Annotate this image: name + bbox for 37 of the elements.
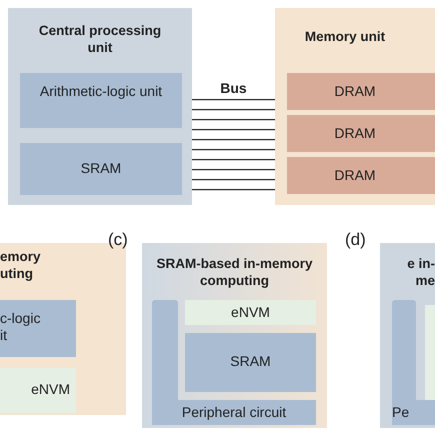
memory-block — [20, 143, 182, 195]
panel-letter: (d) — [345, 230, 366, 250]
circuit-bar — [392, 300, 416, 400]
block-label: DRAM — [333, 125, 377, 142]
panel-title: SRAM-based in-memory computing — [155, 255, 314, 289]
memory-block — [287, 73, 435, 110]
unit-panel — [8, 8, 192, 205]
panel-title: emory uting — [0, 248, 42, 282]
memory-block — [425, 305, 435, 400]
panel-letter: (c) — [108, 230, 128, 250]
unit-panel — [142, 243, 327, 428]
peripheral-circuit-block — [152, 400, 316, 425]
panel-title: Memory unit — [304, 28, 386, 45]
edge-label: Bus — [219, 80, 248, 97]
unit-panel — [380, 243, 435, 428]
panel-title: Central processing unit — [38, 22, 162, 56]
block-label: DRAM — [333, 167, 377, 184]
bus-lines — [192, 99, 275, 191]
unit-block — [20, 73, 182, 128]
block-label: SRAM — [229, 353, 272, 370]
block-label: eNVM — [230, 304, 271, 321]
memory-block — [287, 115, 435, 152]
panel-title: e in-me — [406, 255, 435, 289]
unit-block — [0, 300, 76, 357]
block-label: Arithmetic-logic unit — [38, 83, 164, 100]
block-label: c-logic it — [0, 310, 42, 344]
block-label: Peripheral circuit — [180, 404, 288, 421]
block-label: SRAM — [80, 160, 122, 177]
unit-panel — [275, 8, 435, 205]
block-label: eNVM — [30, 381, 70, 398]
memory-block — [185, 300, 316, 325]
block-label: DRAM — [333, 83, 377, 100]
block-label: Pe — [392, 404, 410, 421]
peripheral-circuit-block — [392, 400, 435, 425]
circuit-bar — [152, 300, 178, 400]
memory-block — [287, 157, 435, 194]
memory-block — [185, 333, 316, 392]
